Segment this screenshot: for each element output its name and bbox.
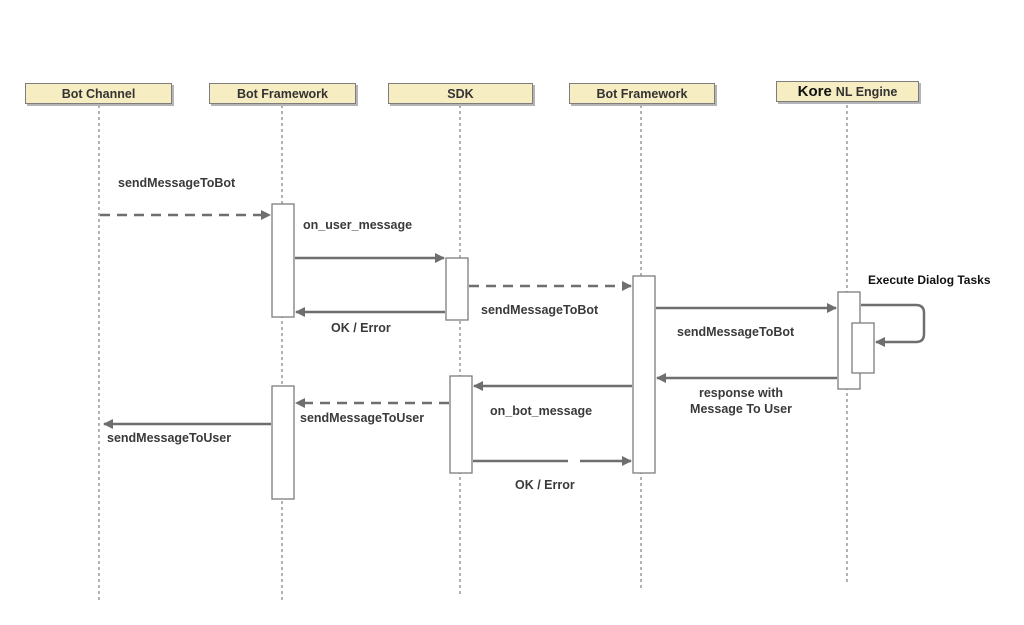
- participant-label: Bot Framework: [237, 86, 328, 101]
- label-on-bot-message: on_bot_message: [490, 404, 593, 418]
- label-ok-error-1: OK / Error: [331, 321, 391, 335]
- participant-label: SDK: [447, 86, 474, 101]
- label-send-message-to-user-2: sendMessageToUser: [107, 431, 232, 445]
- activation-bot-framework-2: [632, 275, 656, 474]
- label-execute-dialog-tasks: Execute Dialog Tasks: [868, 273, 991, 287]
- label-on-user-message: on_user_message: [303, 218, 413, 232]
- participant-label: NL Engine: [835, 84, 898, 99]
- participant-bot-framework-2: Bot Framework: [569, 83, 715, 104]
- label-send-message-to-user-1: sendMessageToUser: [300, 411, 425, 425]
- participant-kore-nl-engine: Kore NL Engine: [776, 81, 919, 102]
- label-ok-error-2: OK / Error: [515, 478, 575, 492]
- arrow-execute-dialog-tasks: [861, 303, 926, 347]
- activation-bot-framework-1-a: [271, 203, 295, 318]
- activation-bot-framework-1-b: [271, 385, 295, 500]
- activation-kore-nl-engine-nested: [851, 322, 875, 374]
- participant-bot-framework-1: Bot Framework: [209, 83, 356, 104]
- label-send-message-to-bot-3: sendMessageToBot: [677, 325, 795, 339]
- label-response-with: response with: [698, 386, 784, 400]
- participant-label: Bot Channel: [61, 86, 136, 101]
- label-message-to-user: Message To User: [690, 402, 792, 416]
- activation-sdk-a: [445, 257, 469, 321]
- participant-sdk: SDK: [388, 83, 533, 104]
- label-send-message-to-bot-1: sendMessageToBot: [118, 176, 236, 190]
- participant-bot-channel: Bot Channel: [25, 83, 172, 104]
- activation-sdk-b: [449, 375, 473, 474]
- label-send-message-to-bot-2: sendMessageToBot: [481, 303, 599, 317]
- kore-brand: Kore: [797, 83, 832, 100]
- participant-label: Bot Framework: [596, 86, 688, 101]
